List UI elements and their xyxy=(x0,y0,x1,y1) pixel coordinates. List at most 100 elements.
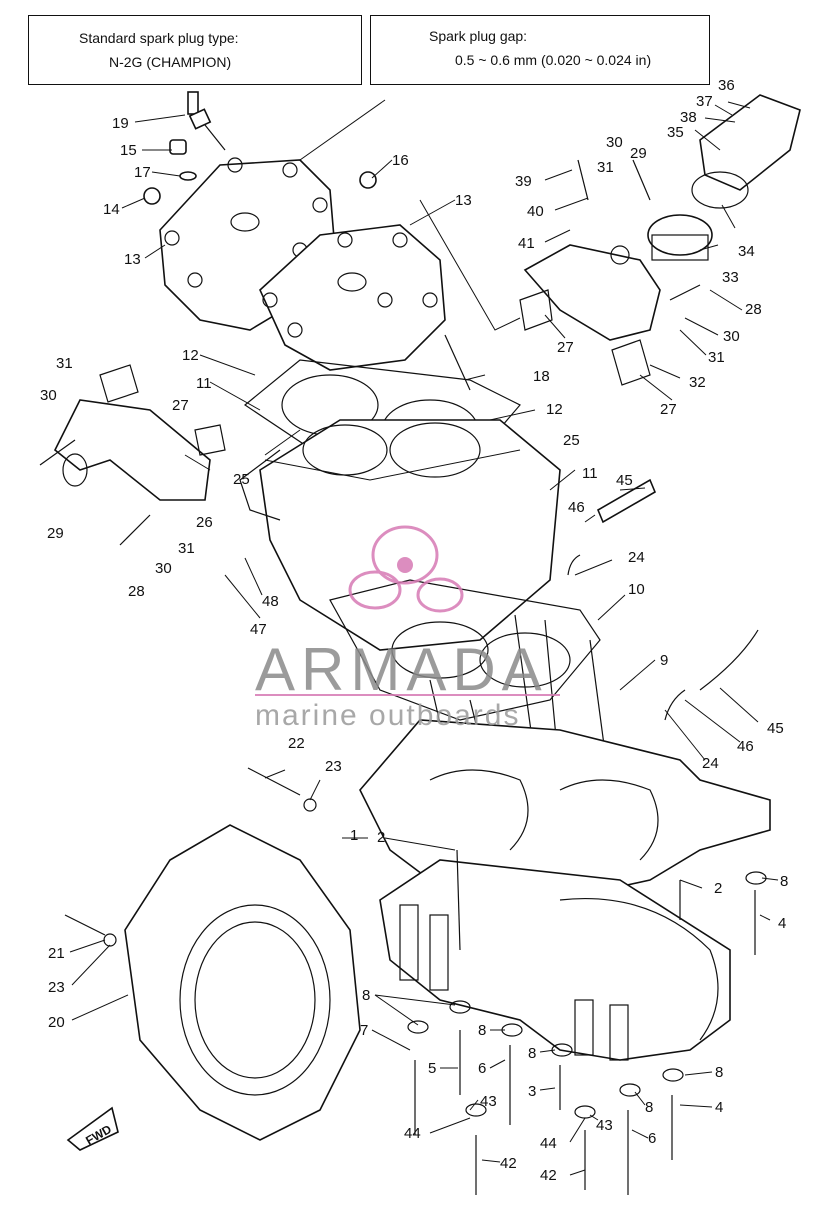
crankcase-lower xyxy=(379,859,731,1061)
callout-8: 8 xyxy=(645,1099,653,1116)
callout-8: 8 xyxy=(362,987,370,1004)
callout-41: 41 xyxy=(518,235,535,252)
callout-27: 27 xyxy=(172,397,189,414)
exhaust-manifold-right xyxy=(523,244,661,341)
callout-36: 36 xyxy=(718,77,735,94)
callout-9: 9 xyxy=(660,652,668,669)
callout-30: 30 xyxy=(155,560,172,577)
callout-45: 45 xyxy=(616,472,633,489)
callout-29: 29 xyxy=(630,145,647,162)
callout-8: 8 xyxy=(478,1022,486,1039)
callout-37: 37 xyxy=(696,93,713,110)
callout-44: 44 xyxy=(540,1135,557,1152)
callout-17: 17 xyxy=(134,164,151,181)
callout-2: 2 xyxy=(714,880,722,897)
spark-plug-gap-box: Spark plug gap: 0.5 ~ 0.6 mm (0.020 ~ 0.… xyxy=(370,15,710,85)
callout-31: 31 xyxy=(178,540,195,557)
callout-48: 48 xyxy=(262,593,279,610)
callout-45: 45 xyxy=(767,720,784,737)
spark-plug-gap-value: 0.5 ~ 0.6 mm (0.020 ~ 0.024 in) xyxy=(455,52,652,68)
head-small-parts xyxy=(143,139,377,205)
fwd-arrow-icon: FWD xyxy=(66,1106,119,1151)
callout-23: 23 xyxy=(48,979,65,996)
propeller-logo-icon xyxy=(348,525,464,613)
callout-31: 31 xyxy=(56,355,73,372)
callout-10: 10 xyxy=(628,581,645,598)
callout-22: 22 xyxy=(288,735,305,752)
callout-labels: 19 15 17 14 13 16 13 39 37 36 38 35 30 3… xyxy=(40,77,788,1184)
callout-27: 27 xyxy=(660,401,677,418)
callout-29: 29 xyxy=(47,525,64,542)
callout-46: 46 xyxy=(568,499,585,516)
callout-8: 8 xyxy=(780,873,788,890)
callout-25: 25 xyxy=(563,432,580,449)
armada-watermark: ARMADA marine outboards xyxy=(255,525,560,732)
hoses xyxy=(567,478,759,721)
callout-26: 26 xyxy=(196,514,213,531)
callout-43: 43 xyxy=(480,1093,497,1110)
callout-42: 42 xyxy=(540,1167,557,1184)
spark-plug xyxy=(187,91,226,151)
callout-43: 43 xyxy=(596,1117,613,1134)
callout-12: 12 xyxy=(182,347,199,364)
callout-21: 21 xyxy=(48,945,65,962)
bolts xyxy=(39,159,756,1195)
callout-47: 47 xyxy=(250,621,267,638)
callout-12: 12 xyxy=(546,401,563,418)
cylinder-block xyxy=(239,419,561,651)
callout-8: 8 xyxy=(528,1045,536,1062)
callout-24: 24 xyxy=(702,755,719,772)
callout-30: 30 xyxy=(723,328,740,345)
callout-19: 19 xyxy=(112,115,129,132)
watermark-tagline: marine outboards xyxy=(255,699,520,732)
exhaust-gaskets xyxy=(99,289,651,456)
callout-16: 16 xyxy=(392,152,409,169)
callout-3: 3 xyxy=(528,1083,536,1100)
flywheel-housing xyxy=(124,824,361,1141)
callout-13: 13 xyxy=(455,192,472,209)
callout-4: 4 xyxy=(715,1099,723,1116)
callout-32: 32 xyxy=(689,374,706,391)
watermark-brand: ARMADA xyxy=(255,636,548,703)
spark-plug-type-heading: Standard spark plug type: xyxy=(79,30,239,46)
callout-11: 11 xyxy=(582,465,598,482)
callout-15: 15 xyxy=(120,142,137,159)
callout-7: 7 xyxy=(360,1022,368,1039)
callout-30: 30 xyxy=(606,134,623,151)
callout-13: 13 xyxy=(124,251,141,268)
spark-plug-gap-heading: Spark plug gap: xyxy=(429,28,528,44)
callout-39: 39 xyxy=(515,173,532,190)
callout-25: 25 xyxy=(233,471,250,488)
callout-33: 33 xyxy=(722,269,739,286)
callout-6: 6 xyxy=(648,1130,656,1147)
callout-24: 24 xyxy=(628,549,645,566)
callout-11: 11 xyxy=(196,375,212,392)
callout-23: 23 xyxy=(325,758,342,775)
leader-lines xyxy=(69,99,779,1176)
callout-40: 40 xyxy=(527,203,544,220)
callout-1: 1 xyxy=(350,827,358,844)
callout-5: 5 xyxy=(428,1060,436,1077)
callout-28: 28 xyxy=(128,583,145,600)
callout-38: 38 xyxy=(680,109,697,126)
cylinder-head-right xyxy=(259,224,446,371)
thermostat xyxy=(647,214,713,261)
thermostat-housing xyxy=(691,94,801,209)
spark-plug-type-value: N-2G (CHAMPION) xyxy=(109,54,232,70)
callout-34: 34 xyxy=(738,243,755,260)
callout-35: 35 xyxy=(667,124,684,141)
callout-42: 42 xyxy=(500,1155,517,1172)
callout-2: 2 xyxy=(377,829,385,846)
callout-4: 4 xyxy=(778,915,786,932)
callout-30: 30 xyxy=(40,387,57,404)
callout-31: 31 xyxy=(597,159,614,176)
spark-plug-type-box: Standard spark plug type: N-2G (CHAMPION… xyxy=(28,15,362,85)
callout-8: 8 xyxy=(715,1064,723,1081)
callout-31: 31 xyxy=(708,349,725,366)
callout-6: 6 xyxy=(478,1060,486,1077)
callout-44: 44 xyxy=(404,1125,421,1142)
callout-46: 46 xyxy=(737,738,754,755)
callout-28: 28 xyxy=(745,301,762,318)
callout-14: 14 xyxy=(103,201,120,218)
